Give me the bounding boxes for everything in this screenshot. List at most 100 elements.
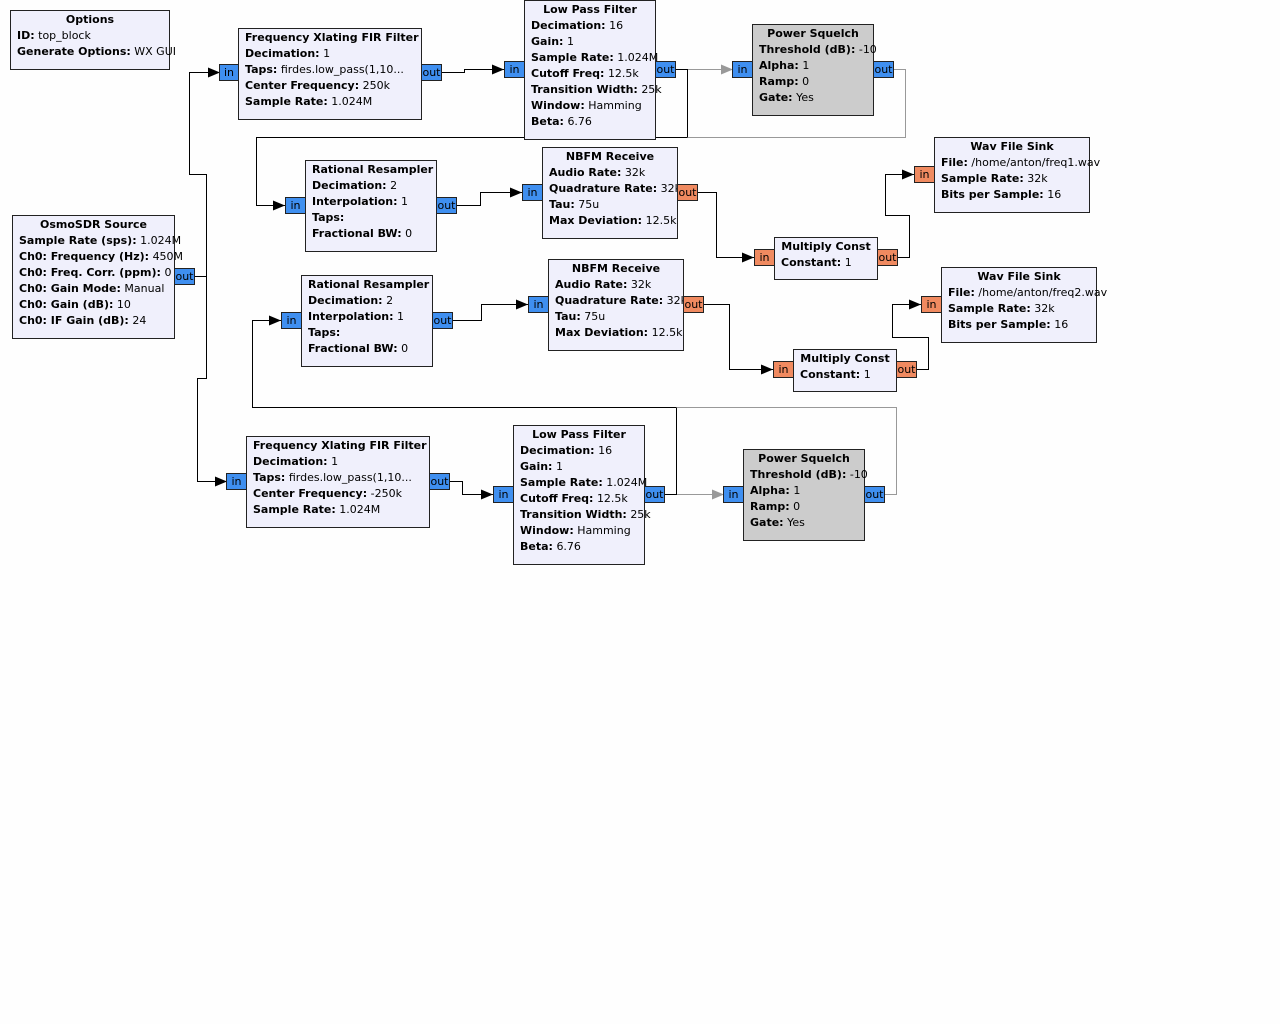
osmosdr-source-out-port[interactable]: out [174, 268, 195, 285]
param-row: Ch0: Gain Mode: Manual [19, 281, 168, 297]
block-title: Multiply Const [800, 352, 890, 365]
freq-xlating-2-out-port[interactable]: out [429, 473, 450, 490]
block-multiply-const-2[interactable]: Multiply Const Constant: 1 [793, 349, 897, 392]
block-rational-resampler-2[interactable]: Rational Resampler Decimation: 2 Interpo… [301, 275, 433, 367]
block-low-pass-filter-1[interactable]: Low Pass Filter Decimation: 16 Gain: 1 S… [524, 0, 662, 140]
param-name: Sample Rate: [948, 302, 1031, 315]
param-name: Gate: [759, 91, 793, 104]
param-value: 1.024M [606, 476, 648, 489]
wire-xlating2-to-lpf2 [449, 481, 493, 500]
param-name: Bits per Sample: [941, 188, 1044, 201]
nbfm-receive-1-in-port[interactable]: in [522, 184, 543, 201]
param-value: 0 [405, 227, 413, 240]
nbfm-receive-2-in-port[interactable]: in [528, 296, 549, 313]
wire-multiply2-to-wav2 [892, 299, 929, 370]
param-value: 1.024M [339, 503, 381, 516]
param-name: Fractional BW: [308, 342, 398, 355]
power-squelch-2-in-port[interactable]: in [723, 486, 744, 503]
param-name: Gate: [750, 516, 784, 529]
param-name: Decimation: [245, 47, 320, 60]
param-value: Yes [796, 91, 814, 104]
block-freq-xlating-fir-2[interactable]: Frequency Xlating FIR Filter Decimation:… [246, 436, 430, 528]
param-name: Interpolation: [312, 195, 398, 208]
param-row: Gate: Yes [750, 515, 858, 531]
param-name: File: [941, 156, 968, 169]
param-row: Generate Options: WX GUI [17, 44, 176, 60]
param-row: Ramp: 0 [759, 74, 867, 90]
param-value: 0 [793, 500, 801, 513]
low-pass-1-in-port[interactable]: in [504, 61, 525, 78]
param-value: 1 [331, 455, 339, 468]
multiply-const-2-in-port[interactable]: in [773, 361, 794, 378]
param-name: Tau: [549, 198, 575, 211]
freq-xlating-1-out-port[interactable]: out [421, 64, 442, 81]
rational-resampler-2-in-port[interactable]: in [281, 312, 302, 329]
rational-resampler-1-out-port[interactable]: out [436, 197, 457, 214]
param-value: 1 [323, 47, 331, 60]
block-power-squelch-2[interactable]: Power Squelch Threshold (dB): -10 Alpha:… [743, 449, 868, 541]
param-name: Ramp: [759, 75, 799, 88]
param-name: Beta: [520, 540, 553, 553]
block-osmosdr-source[interactable]: OsmoSDR Source Sample Rate (sps): 1.024M… [12, 215, 183, 339]
param-row: Taps: [308, 325, 426, 341]
block-options[interactable]: Options ID: top_block Generate Options: … [10, 10, 176, 70]
param-row: Center Frequency: 250k [245, 78, 415, 94]
power-squelch-1-in-port[interactable]: in [732, 61, 753, 78]
power-squelch-1-out-port[interactable]: out [873, 61, 894, 78]
param-row: Audio Rate: 32k [555, 277, 677, 293]
multiply-const-1-out-port[interactable]: out [877, 249, 898, 266]
block-power-squelch-1[interactable]: Power Squelch Threshold (dB): -10 Alpha:… [752, 24, 877, 116]
wire-resampler2-to-nbfm2 [452, 299, 528, 321]
block-nbfm-receive-2[interactable]: NBFM Receive Audio Rate: 32k Quadrature … [548, 259, 687, 351]
param-row: Decimation: 16 [531, 18, 649, 34]
power-squelch-2-out-port[interactable]: out [864, 486, 885, 503]
low-pass-2-in-port[interactable]: in [493, 486, 514, 503]
block-low-pass-filter-2[interactable]: Low Pass Filter Decimation: 16 Gain: 1 S… [513, 425, 651, 565]
freq-xlating-2-in-port[interactable]: in [226, 473, 247, 490]
block-multiply-const-1[interactable]: Multiply Const Constant: 1 [774, 237, 878, 280]
param-row: Alpha: 1 [759, 58, 867, 74]
wav-file-sink-1-in-port[interactable]: in [914, 166, 935, 183]
param-name: Max Deviation: [549, 214, 643, 227]
param-name: Sample Rate (sps): [19, 234, 137, 247]
param-value: 32k [660, 182, 682, 195]
block-title: Wav File Sink [977, 270, 1061, 283]
param-value: Hamming [588, 99, 642, 112]
wav-file-sink-2-in-port[interactable]: in [921, 296, 942, 313]
block-wav-file-sink-1[interactable]: Wav File Sink File: /home/anton/freq1.wa… [934, 137, 1100, 213]
param-value: firdes.low_pass(1,10... [288, 471, 412, 484]
param-value: 0 [401, 342, 409, 355]
param-value: Yes [787, 516, 805, 529]
param-name: Decimation: [253, 455, 328, 468]
block-title: OsmoSDR Source [40, 218, 147, 231]
freq-xlating-1-in-port[interactable]: in [219, 64, 239, 81]
param-row: Cutoff Freq: 12.5k [531, 66, 649, 82]
param-value: 250k [362, 79, 390, 92]
param-row: Ch0: Freq. Corr. (ppm): 0 [19, 265, 171, 281]
nbfm-receive-2-out-port[interactable]: out [683, 296, 704, 313]
block-wav-file-sink-2[interactable]: Wav File Sink File: /home/anton/freq2.wa… [941, 267, 1107, 343]
param-name: Bits per Sample: [948, 318, 1051, 331]
block-title: Low Pass Filter [532, 428, 626, 441]
nbfm-receive-1-out-port[interactable]: out [677, 184, 698, 201]
param-value: 25k [630, 508, 651, 521]
param-value: 16 [598, 444, 613, 457]
block-nbfm-receive-1[interactable]: NBFM Receive Audio Rate: 32k Quadrature … [542, 147, 682, 239]
low-pass-1-out-port[interactable]: out [655, 61, 676, 78]
param-value: 32k [1027, 172, 1048, 185]
param-name: Center Frequency: [253, 487, 368, 500]
param-value: 1 [397, 310, 405, 323]
param-value: 1 [844, 256, 852, 269]
param-row: Sample Rate: 32k [941, 171, 1083, 187]
block-freq-xlating-fir-1[interactable]: Frequency Xlating FIR Filter Decimation:… [238, 28, 422, 120]
param-row: Constant: 1 [781, 255, 871, 271]
param-row: Bits per Sample: 16 [941, 187, 1083, 203]
rational-resampler-1-in-port[interactable]: in [285, 197, 306, 214]
wire-lpf2-to-resampler2 [252, 315, 677, 495]
multiply-const-1-in-port[interactable]: in [754, 249, 775, 266]
low-pass-2-out-port[interactable]: out [644, 486, 665, 503]
multiply-const-2-out-port[interactable]: out [896, 361, 917, 378]
block-rational-resampler-1[interactable]: Rational Resampler Decimation: 2 Interpo… [305, 160, 437, 252]
rational-resampler-2-out-port[interactable]: out [432, 312, 453, 329]
